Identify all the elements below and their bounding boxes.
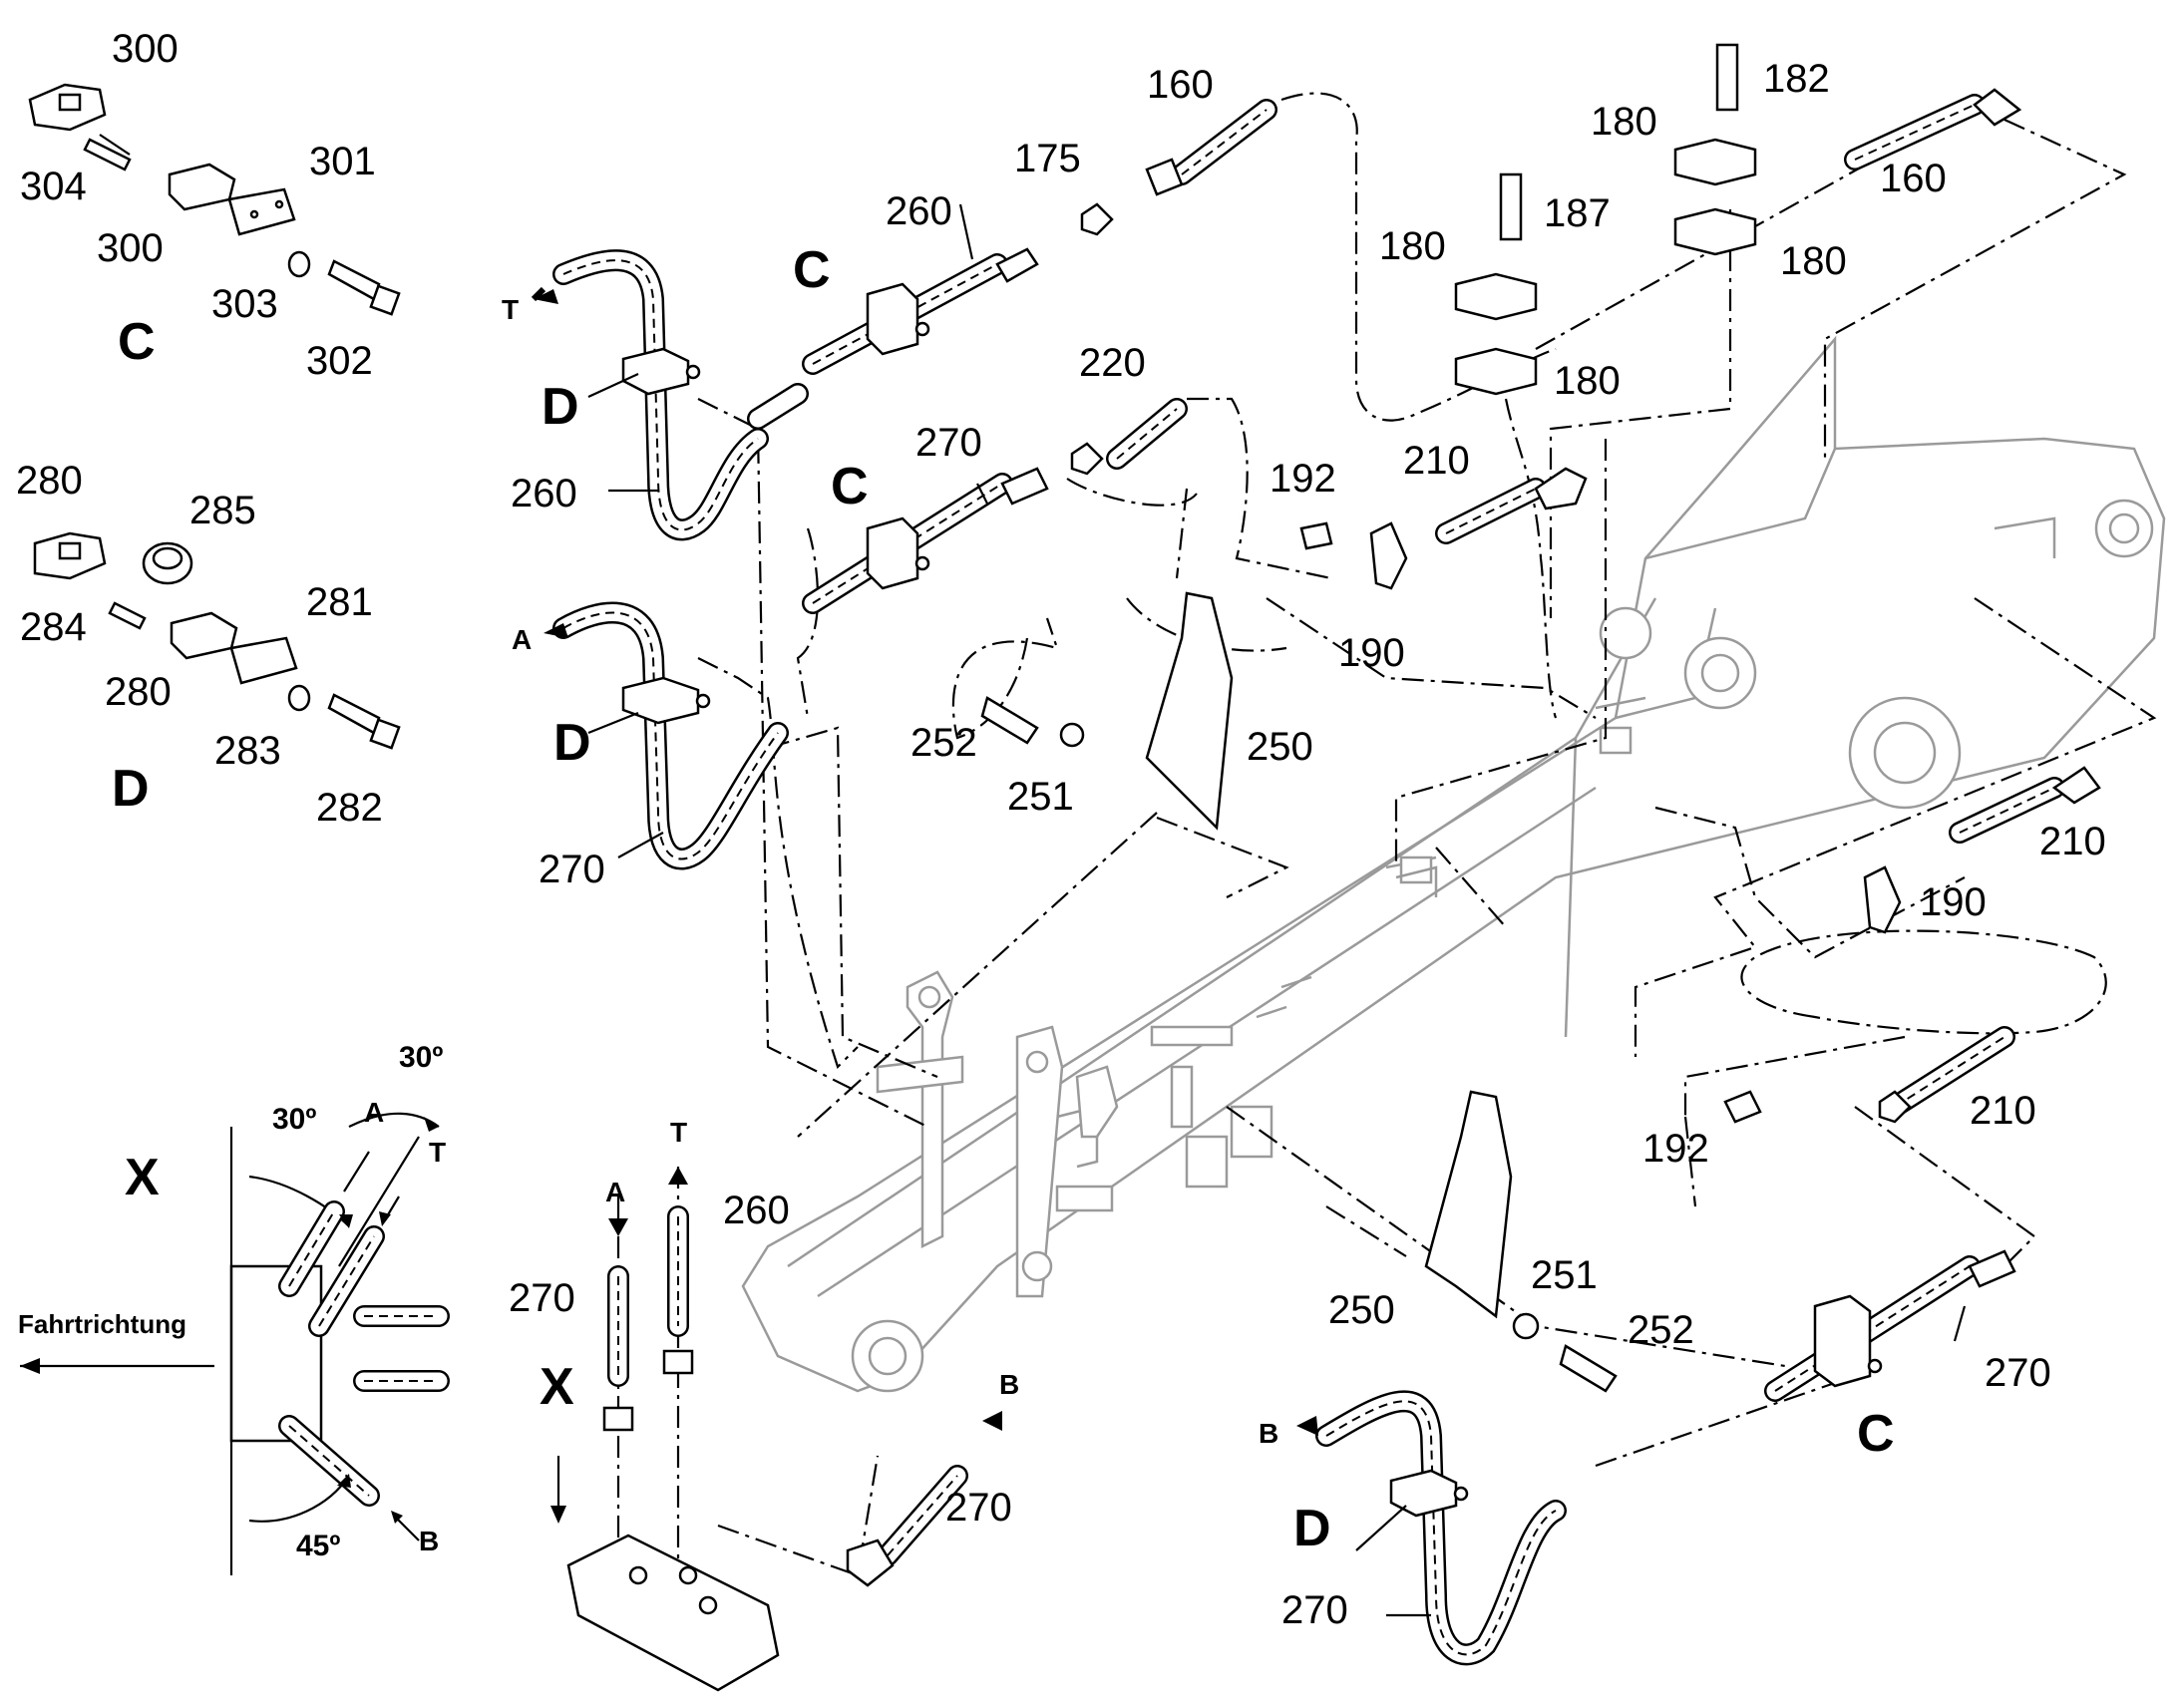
callout-270a: 270 (915, 421, 982, 465)
callout-175: 175 (1014, 137, 1081, 180)
angle-outer-30: 30º (399, 1041, 443, 1074)
angle-labels: 30º 30º 45º (272, 1041, 443, 1562)
callout-252a: 252 (910, 721, 977, 765)
callout-210b: 210 (2039, 820, 2106, 863)
callout-301: 301 (309, 140, 376, 183)
callout-252b: 252 (1628, 1308, 1694, 1352)
port-a-mid: A (512, 624, 532, 655)
x-port-b: B (419, 1526, 439, 1556)
boom-structure (741, 335, 2166, 1393)
direction-of-travel-label: Fahrtrichtung (18, 1309, 186, 1339)
callout-187: 187 (1544, 191, 1611, 235)
legend-clamp-d (33, 531, 401, 750)
callout-260c: 260 (723, 1189, 790, 1232)
c-label-top: C (793, 241, 831, 299)
port-b-right: B (999, 1369, 1019, 1400)
port-t-vertical: T (670, 1117, 687, 1148)
callout-303: 303 (211, 282, 278, 326)
callout-251a: 251 (1007, 775, 1074, 819)
callout-285: 285 (189, 489, 256, 532)
callout-251b: 251 (1531, 1253, 1598, 1297)
callout-283: 283 (214, 729, 281, 773)
callout-300a: 300 (112, 27, 179, 71)
port-labels: T A B B A T A T B (364, 294, 1278, 1556)
callout-250a: 250 (1247, 725, 1313, 769)
d-label-top: D (542, 378, 579, 436)
detail-view-x (20, 1112, 450, 1575)
callout-labels: 300 304 300 301 303 302 280 285 284 281 … (16, 27, 2106, 1632)
callout-210c: 210 (1970, 1089, 2036, 1133)
callout-260b: 260 (511, 472, 577, 515)
port-arrows (531, 286, 1318, 1524)
callout-180c: 180 (1780, 239, 1847, 283)
x-port-a: A (364, 1097, 384, 1128)
callout-180d: 180 (1554, 359, 1621, 403)
callout-302: 302 (306, 339, 373, 383)
angle-inner-30: 30º (272, 1103, 316, 1136)
legend-d-letter: D (112, 760, 150, 818)
callout-282: 282 (316, 786, 383, 830)
x-view-letter: X (540, 1358, 574, 1416)
leader-lines (587, 203, 1967, 1617)
callout-270f: 270 (1281, 1588, 1348, 1632)
d-label-mid: D (553, 714, 591, 772)
clamps-fittings (566, 43, 2101, 1692)
callout-190a: 190 (1338, 631, 1405, 675)
x-port-t: T (429, 1137, 446, 1168)
x-detail-letter: X (125, 1149, 160, 1206)
callout-160b: 160 (1880, 157, 1947, 200)
callout-160a: 160 (1147, 63, 1214, 107)
callout-281: 281 (306, 580, 373, 624)
callout-190b: 190 (1920, 880, 1987, 924)
angle-lower-45: 45º (296, 1530, 340, 1562)
callout-250b: 250 (1328, 1288, 1395, 1332)
callout-270c: 270 (509, 1276, 575, 1320)
callout-210a: 210 (1403, 439, 1470, 483)
boom-hose-brackets (876, 970, 1119, 1298)
callout-280b: 280 (105, 670, 172, 714)
callout-284: 284 (20, 605, 87, 649)
legend-c-letter: C (118, 313, 156, 371)
callout-300b: 300 (97, 226, 164, 270)
port-t-top: T (502, 294, 519, 325)
callout-182: 182 (1763, 57, 1830, 101)
callout-192a: 192 (1270, 457, 1336, 501)
callout-180b: 180 (1379, 224, 1446, 268)
callout-270d: 270 (1985, 1351, 2051, 1395)
port-b-bottom: B (1259, 1418, 1278, 1449)
c-label-mid: C (831, 458, 869, 515)
c-label-right: C (1857, 1405, 1895, 1463)
callout-270e: 270 (945, 1486, 1012, 1530)
d-label-bottom: D (1293, 1500, 1331, 1557)
legend-clamp-c (28, 83, 401, 316)
callout-304: 304 (20, 165, 87, 208)
callout-192b: 192 (1642, 1127, 1709, 1171)
view-letters: C D C C C D D D X X (112, 241, 1895, 1557)
port-a-vertical: A (605, 1177, 625, 1207)
callout-260a: 260 (886, 189, 952, 233)
callout-180a: 180 (1591, 100, 1657, 144)
callout-270b: 270 (539, 848, 605, 891)
callout-280a: 280 (16, 459, 83, 503)
callout-220: 220 (1079, 341, 1146, 385)
